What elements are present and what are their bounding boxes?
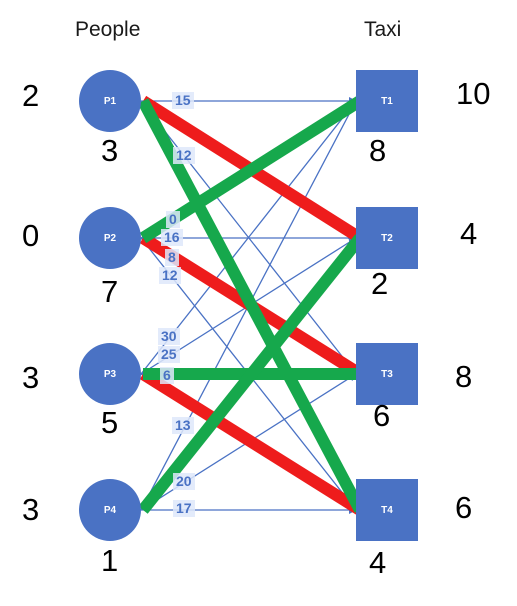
- taxi-t3-below-value: 6: [373, 398, 391, 433]
- taxi-node-t1: T1: [356, 70, 418, 132]
- taxi-node-t4: T4: [356, 479, 418, 541]
- taxi-node-t2: T2: [356, 207, 418, 269]
- assignment-edge-green-p4-t2: [138, 234, 365, 514]
- edge-weight-label: 12: [159, 267, 181, 284]
- edge-weight-label: 30: [158, 328, 180, 345]
- person-p1-left-value: 2: [22, 78, 40, 113]
- person-node-p2: P2: [79, 207, 141, 269]
- assignment-edge-red-p3-t4: [139, 368, 364, 516]
- edge-weight-label: 8: [165, 249, 179, 266]
- assignment-edge-green-p1-t4: [137, 98, 366, 513]
- person-p2-below-value: 7: [101, 274, 119, 309]
- person-node-p4: P4: [79, 479, 141, 541]
- taxi-t4-below-value: 4: [369, 545, 387, 580]
- taxi-header: Taxi: [364, 18, 402, 41]
- person-node-p1: P1: [79, 70, 141, 132]
- taxi-t1-right-value: 10: [456, 76, 491, 111]
- taxi-node-t3: T3: [356, 343, 418, 405]
- taxi-t4-right-value: 6: [455, 490, 473, 525]
- person-p4-below-value: 1: [101, 543, 119, 578]
- edge-weight-label: 0: [166, 211, 180, 228]
- edge-weight-label: 20: [173, 473, 195, 490]
- person-p4-left-value: 3: [22, 492, 40, 527]
- people-header: People: [75, 18, 141, 41]
- taxi-t3-right-value: 8: [455, 359, 473, 394]
- person-p3-left-value: 3: [22, 360, 40, 395]
- person-p3-below-value: 5: [101, 405, 119, 440]
- person-node-p3: P3: [79, 343, 141, 405]
- taxi-t1-below-value: 8: [369, 133, 387, 168]
- edge-weight-label: 12: [173, 147, 195, 164]
- taxi-t2-below-value: 2: [371, 266, 389, 301]
- edge-weight-label: 17: [173, 500, 195, 517]
- edge-weight-label: 16: [161, 229, 183, 246]
- edge-weight-label: 25: [158, 346, 180, 363]
- taxi-t2-right-value: 4: [460, 216, 478, 251]
- edge-weight-label: 6: [160, 367, 174, 384]
- person-p2-left-value: 0: [22, 218, 40, 253]
- person-p1-below-value: 3: [101, 133, 119, 168]
- edge-weight-label: 13: [172, 417, 194, 434]
- edge-weight-label: 15: [172, 92, 194, 109]
